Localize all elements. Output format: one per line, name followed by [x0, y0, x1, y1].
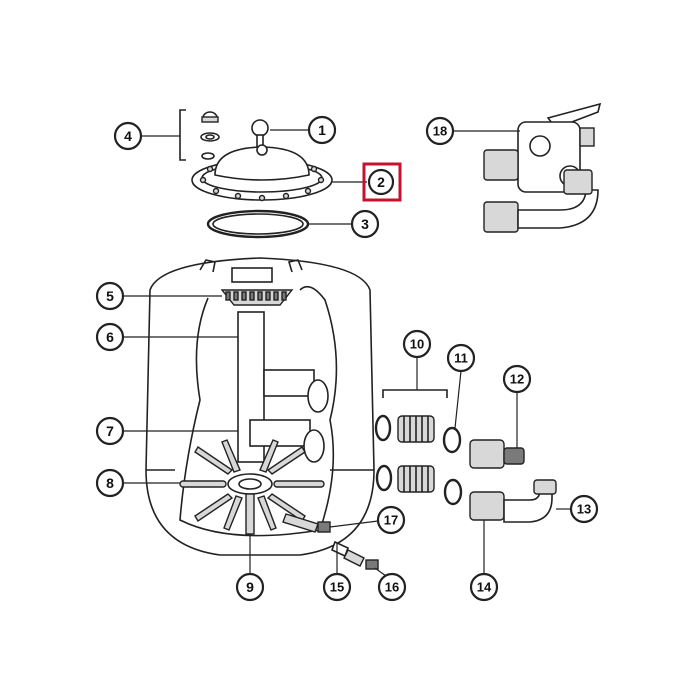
svg-text:8: 8	[106, 475, 114, 491]
svg-text:2: 2	[377, 174, 385, 190]
callout-3: 3	[350, 209, 380, 239]
svg-text:12: 12	[510, 372, 524, 387]
lid-o-ring	[206, 209, 310, 239]
callout-12: 12	[502, 364, 532, 394]
svg-text:5: 5	[106, 288, 114, 304]
svg-text:16: 16	[385, 580, 399, 595]
svg-text:1: 1	[318, 122, 326, 138]
callout-14: 14	[469, 572, 499, 602]
callout-6: 6	[95, 322, 125, 352]
callout-1: 1	[307, 115, 337, 145]
lid-knob	[251, 119, 269, 149]
lid-assembly	[179, 109, 333, 239]
svg-text:14: 14	[477, 580, 492, 595]
callout-17: 17	[376, 505, 406, 535]
internal-pipes	[237, 311, 329, 463]
svg-text:3: 3	[361, 216, 369, 232]
laterals	[179, 439, 325, 535]
callout-15: 15	[322, 572, 352, 602]
callout-2-highlight-box	[362, 162, 402, 202]
svg-text:11: 11	[454, 351, 468, 366]
svg-text:15: 15	[330, 580, 344, 595]
callout-16: 16	[377, 572, 407, 602]
drain-parts	[282, 513, 379, 570]
filter-tank	[145, 257, 375, 556]
callout-8: 8	[95, 468, 125, 498]
svg-text:17: 17	[384, 513, 398, 528]
svg-text:7: 7	[106, 423, 114, 439]
leader-lines	[124, 129, 570, 577]
callout-2: 2	[362, 162, 402, 202]
callout-7: 7	[95, 416, 125, 446]
callout-9: 9	[235, 572, 265, 602]
svg-text:13: 13	[577, 502, 591, 517]
lid-cover	[191, 144, 333, 202]
svg-text:9: 9	[246, 579, 254, 595]
svg-text:4: 4	[124, 128, 132, 144]
multiport-valve	[483, 102, 602, 233]
svg-text:10: 10	[410, 337, 424, 352]
callout-5: 5	[95, 281, 125, 311]
callout-18: 18	[425, 116, 455, 146]
callout-13: 13	[569, 494, 599, 524]
callout-4: 4	[113, 121, 143, 151]
side-fittings	[374, 389, 557, 523]
lid-small-parts	[179, 109, 220, 161]
diffuser	[220, 289, 294, 306]
callout-11: 11	[446, 343, 476, 373]
svg-text:6: 6	[106, 329, 114, 345]
callout-10: 10	[402, 329, 432, 359]
svg-text:18: 18	[433, 124, 447, 139]
